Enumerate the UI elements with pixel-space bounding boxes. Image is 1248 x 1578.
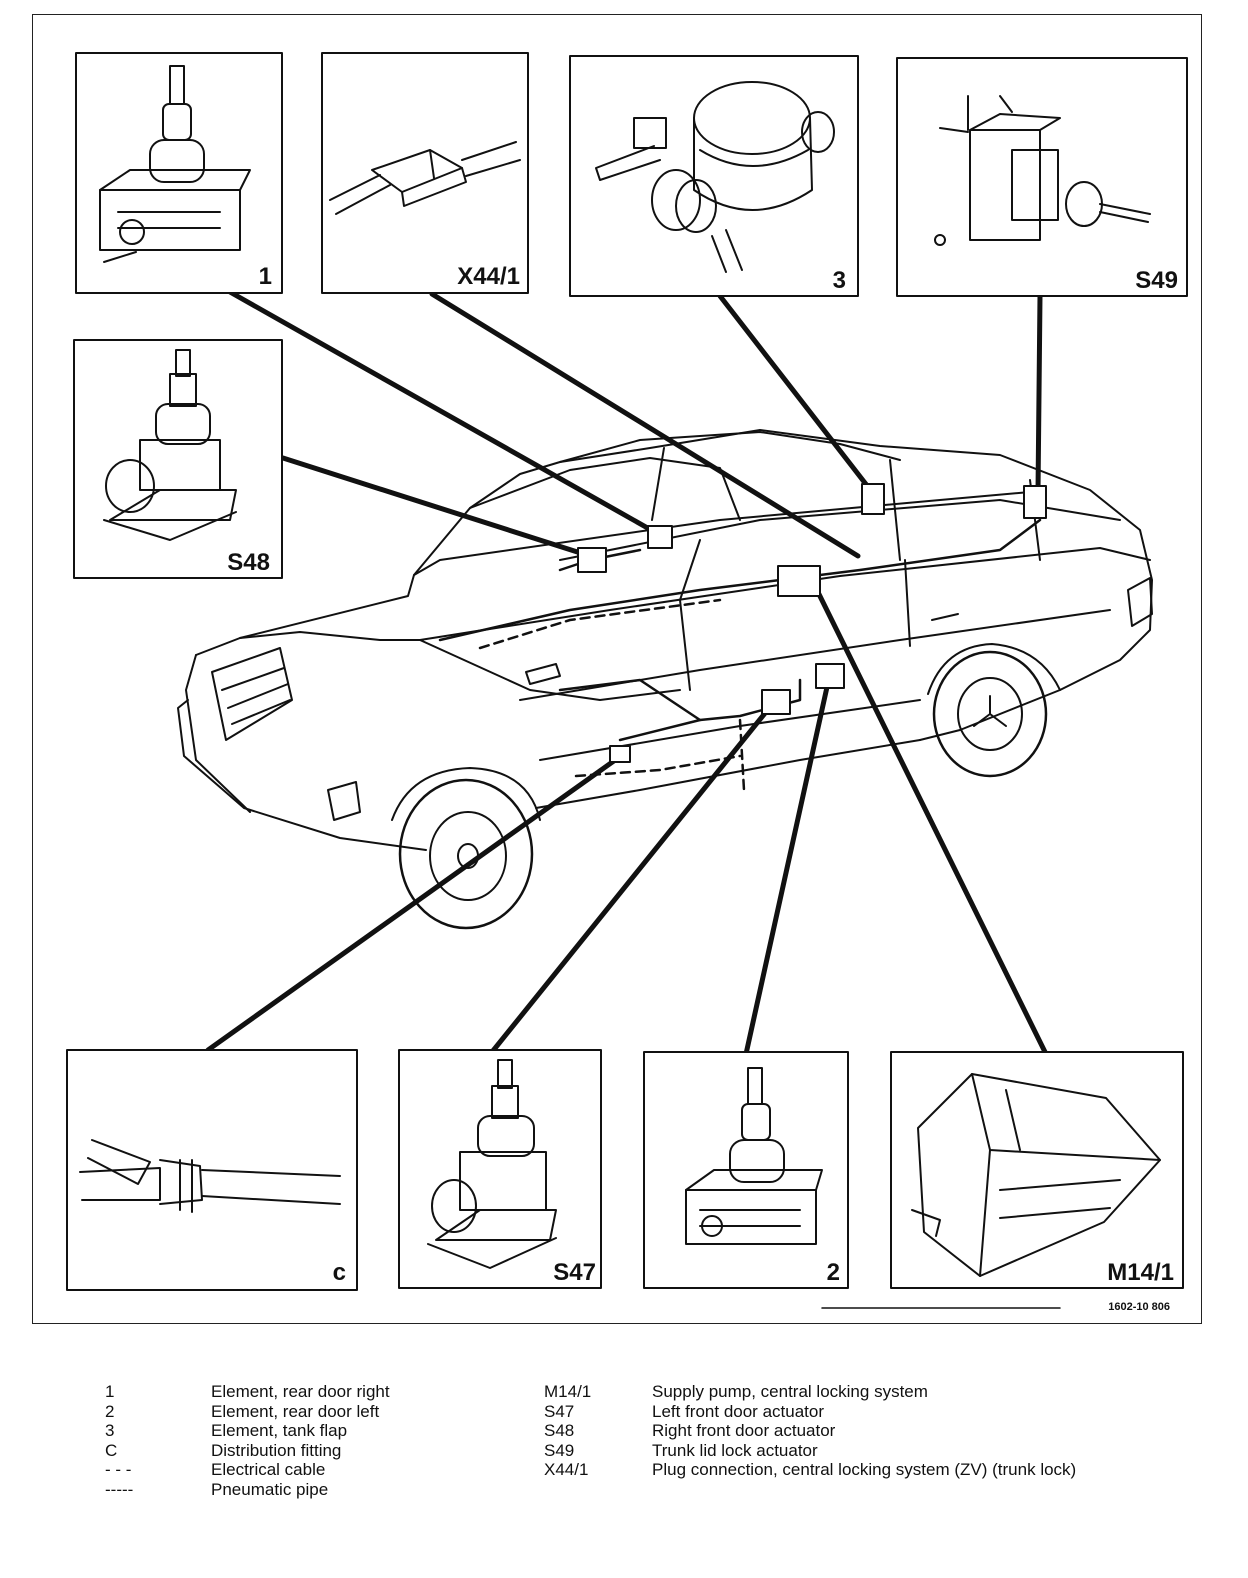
leader-m14 <box>809 577 1049 1057</box>
legend-right-code: X44/1 <box>544 1460 589 1479</box>
panel-1 <box>75 52 283 294</box>
legend-right-text: Left front door actuator <box>652 1401 824 1421</box>
legend-right-text: Trunk lid lock actuator <box>652 1440 818 1460</box>
legend-right: M14/1 Supply pump, central locking system… <box>544 1382 1076 1480</box>
legend-left-code: 2 <box>105 1401 115 1421</box>
legend-right-code: S49 <box>544 1440 575 1460</box>
legend-right-row: S49 Trunk lid lock actuator <box>544 1441 1076 1461</box>
legend-right-text: Supply pump, central locking system <box>652 1382 928 1401</box>
leader-s48 <box>280 455 593 559</box>
component-m14-mount <box>777 565 821 597</box>
diagram-frame <box>32 14 1202 1324</box>
legend-left: 1 Element, rear door right 2 Element, rear … <box>105 1382 390 1499</box>
panel-s48 <box>73 339 283 579</box>
label-panel-1: 1 <box>259 263 272 290</box>
legend-left-code: - - - <box>105 1460 132 1479</box>
leader-1 <box>227 289 663 538</box>
legend-left-text: Pneumatic pipe <box>211 1479 329 1499</box>
legend-right-code: M14/1 <box>544 1382 592 1401</box>
legend-right-text: Plug connection, central locking system … <box>652 1460 1077 1479</box>
component-2-mount <box>815 663 845 689</box>
panel-c <box>66 1049 358 1291</box>
leader-3 <box>717 293 875 495</box>
legend-left-row: - - - Electrical cable <box>105 1460 390 1480</box>
component-s49-mount <box>1023 485 1047 519</box>
label-panel-c: c <box>333 1259 346 1286</box>
legend-left-text: Element, tank flap <box>211 1421 348 1440</box>
legend-left-text: Electrical cable <box>211 1460 326 1479</box>
panel-3 <box>569 55 859 297</box>
legend-right-row: M14/1 Supply pump, central locking system <box>544 1382 1076 1402</box>
panel-s49 <box>896 57 1188 297</box>
panel-s47 <box>398 1049 602 1289</box>
component-c-mount <box>609 745 631 763</box>
doc-number: 1602-10 806 <box>1108 1301 1170 1313</box>
legend-left-row: 2 Element, rear door left <box>105 1402 390 1422</box>
label-panel-m14: M14/1 <box>1107 1259 1174 1286</box>
component-s48-mount <box>577 547 607 573</box>
label-panel-s48: S48 <box>227 549 270 576</box>
car-components <box>577 483 1047 763</box>
legend-right-row: S47 Left front door actuator <box>544 1402 1076 1422</box>
label-panel-x44: X44/1 <box>457 263 520 290</box>
car-illustration <box>177 429 1153 930</box>
leader-lines <box>205 289 1049 1057</box>
panel-2 <box>643 1051 849 1289</box>
leader-s47 <box>489 699 777 1055</box>
leader-2 <box>743 675 832 1057</box>
legend-left-row: 1 Element, rear door right <box>105 1382 390 1402</box>
legend-left-row: ----- Pneumatic pipe <box>105 1480 390 1500</box>
legend-left-text: Distribution fitting <box>211 1440 342 1460</box>
legend-right-row: X44/1 Plug connection, central locking sy… <box>544 1460 1076 1480</box>
piping <box>438 518 1042 792</box>
legend-left-code: C <box>105 1440 118 1460</box>
legend-right-row: S48 Right front door actuator <box>544 1421 1076 1441</box>
leader-x44 <box>429 291 861 559</box>
leader-s49 <box>1035 293 1043 495</box>
legend-right-text: Right front door actuator <box>652 1421 836 1440</box>
legend-right-code: S47 <box>544 1401 575 1421</box>
panel-m14 <box>890 1051 1184 1289</box>
legend-left-text: Element, rear door left <box>211 1401 380 1421</box>
panels <box>66 52 1188 1291</box>
leader-c <box>205 755 621 1053</box>
legend-right-code: S48 <box>544 1421 575 1440</box>
panel-labels: 1 X44/1 3 S49 S48 c S47 2 M14/1 1602-10 … <box>227 263 1178 1313</box>
legend-left-code: 3 <box>105 1421 115 1440</box>
legend-left-row: C Distribution fitting <box>105 1441 390 1461</box>
legend-left-code: ----- <box>105 1479 134 1499</box>
component-3-mount <box>861 483 885 515</box>
component-1-mount <box>647 525 673 549</box>
component-s47-mount <box>761 689 791 715</box>
label-panel-2: 2 <box>827 1259 840 1286</box>
legend-left-row: 3 Element, tank flap <box>105 1421 390 1441</box>
legend-left-code: 1 <box>105 1382 115 1401</box>
label-panel-s49: S49 <box>1135 267 1178 294</box>
label-panel-s47: S47 <box>553 1259 596 1286</box>
legend-left-text: Element, rear door right <box>211 1382 390 1401</box>
panel-x44 <box>321 52 529 294</box>
label-panel-3: 3 <box>833 267 846 294</box>
